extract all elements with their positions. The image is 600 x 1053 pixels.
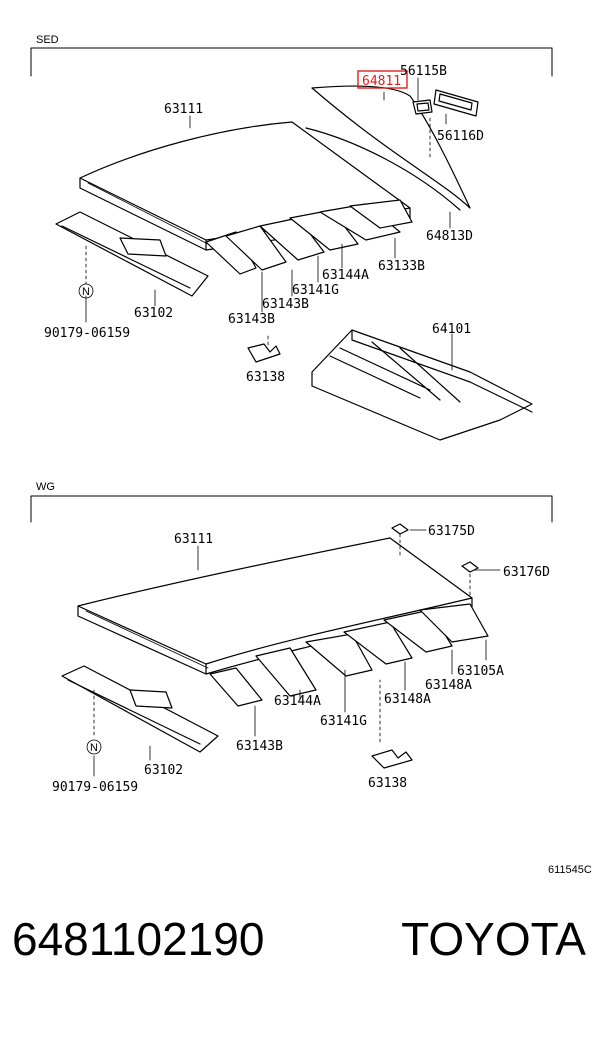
wagon-clip-63176D <box>461 561 479 573</box>
label-90179-06159-sedan: 90179-06159 <box>44 326 130 341</box>
label-63143B-sedan-2: 63143B <box>228 312 275 327</box>
label-63148A-wagon-1: 63148A <box>425 678 472 693</box>
wagon-note-n-circle <box>86 739 102 755</box>
sedan-section-bracket <box>30 47 553 77</box>
wagon-leader-lines <box>93 529 501 777</box>
sedan-leader-lines <box>85 77 453 371</box>
label-64813D: 64813D <box>426 229 473 244</box>
wagon-bracket-63138 <box>371 749 413 769</box>
brand-name: TOYOTA <box>401 913 586 965</box>
sedan-note-n-circle <box>78 283 94 299</box>
label-63105A: 63105A <box>457 664 504 679</box>
note-n-wagon: N <box>90 742 98 754</box>
wagon-section-bracket <box>30 495 553 523</box>
wagon-front-header-63102 <box>61 665 219 753</box>
label-63143B-wagon: 63143B <box>236 739 283 754</box>
wagon-roof-bows <box>209 603 489 707</box>
figure-reference: 611545C <box>548 864 592 876</box>
sedan-front-header-63102 <box>55 211 209 297</box>
label-63148A-wagon-2: 63148A <box>384 692 431 707</box>
parts-diagram: SED 63111 64811 56115B 56116D 64813D 631… <box>30 34 592 876</box>
label-63144A-sedan: 63144A <box>322 268 369 283</box>
sedan-clip-56116D <box>433 89 479 117</box>
label-63141G-wagon: 63141G <box>320 714 367 729</box>
label-63102-sedan: 63102 <box>134 306 173 321</box>
label-63138-wagon: 63138 <box>368 776 407 791</box>
label-63176D: 63176D <box>503 565 550 580</box>
label-63111-sedan: 63111 <box>164 102 203 117</box>
label-63133B: 63133B <box>378 259 425 274</box>
wagon-clip-63175D <box>391 523 409 535</box>
highlight-box-64811 <box>357 70 408 89</box>
sedan-roof-bows <box>205 199 413 275</box>
label-90179-06159-wagon: 90179-06159 <box>52 780 138 795</box>
label-63144A-wagon: 63144A <box>274 694 321 709</box>
label-56115B: 56115B <box>400 64 447 79</box>
sedan-clip-56115B <box>412 99 433 115</box>
sedan-package-tray-64101 <box>311 329 533 441</box>
label-56116D: 56116D <box>437 129 484 144</box>
label-63111-wagon: 63111 <box>174 532 213 547</box>
sedan-section-tag: SED <box>36 34 59 46</box>
label-63141G-sedan: 63141G <box>292 283 339 298</box>
wagon-section-tag: WG <box>36 481 55 493</box>
sedan-bracket-63138 <box>247 343 281 363</box>
label-63143B-sedan-1: 63143B <box>262 297 309 312</box>
label-64101: 64101 <box>432 322 471 337</box>
label-64811-highlighted: 64811 <box>362 74 401 89</box>
part-number: 6481102190 <box>12 913 265 965</box>
label-63138-sedan: 63138 <box>246 370 285 385</box>
label-63102-wagon: 63102 <box>144 763 183 778</box>
note-n-sedan: N <box>82 286 90 298</box>
label-63175D: 63175D <box>428 524 475 539</box>
